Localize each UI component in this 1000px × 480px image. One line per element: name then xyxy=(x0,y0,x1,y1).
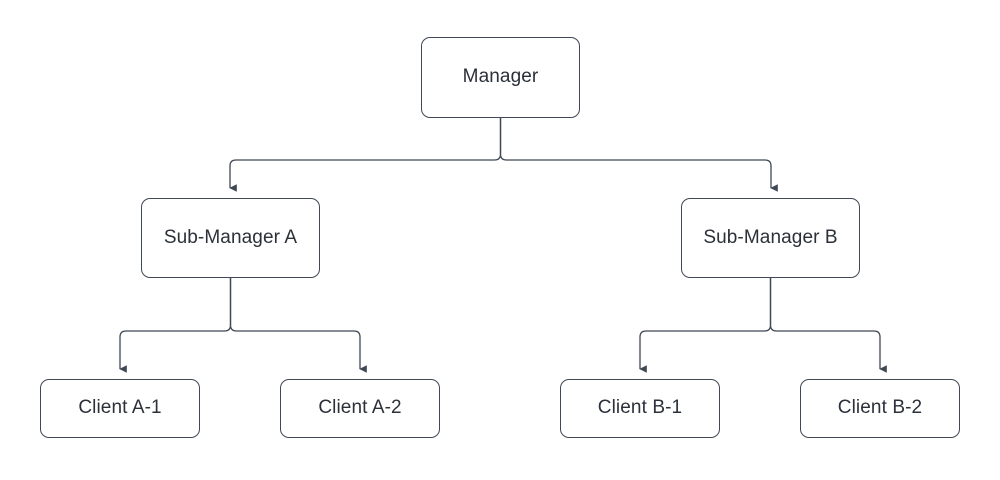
node-client-b-1[interactable]: Client B-1 xyxy=(560,379,720,438)
node-sub-manager-a[interactable]: Sub-Manager A xyxy=(141,198,320,278)
node-client-b-2-label: Client B-2 xyxy=(837,397,923,419)
edge-sub-manager-a-client-a-2 xyxy=(229,278,367,373)
edge-manager-sub-manager-a xyxy=(229,118,502,192)
node-client-a-2[interactable]: Client A-2 xyxy=(280,379,440,438)
edge-manager-sub-manager-b xyxy=(499,118,778,192)
node-sub-manager-b-label: Sub-Manager B xyxy=(703,226,838,248)
node-client-a-1[interactable]: Client A-1 xyxy=(40,379,200,438)
node-sub-manager-b[interactable]: Sub-Manager B xyxy=(681,198,860,278)
node-manager[interactable]: Manager xyxy=(421,37,580,118)
node-sub-manager-a-label: Sub-Manager A xyxy=(163,226,298,248)
edge-sub-manager-b-client-b-1 xyxy=(639,278,772,373)
node-client-b-1-label: Client B-1 xyxy=(597,397,683,419)
node-client-a-1-label: Client A-1 xyxy=(78,397,162,419)
node-client-b-2[interactable]: Client B-2 xyxy=(800,379,960,438)
node-client-a-2-label: Client A-2 xyxy=(318,397,402,419)
node-manager-label: Manager xyxy=(462,66,539,88)
edge-sub-manager-b-client-b-2 xyxy=(769,278,887,373)
edge-sub-manager-a-client-a-1 xyxy=(119,278,232,373)
